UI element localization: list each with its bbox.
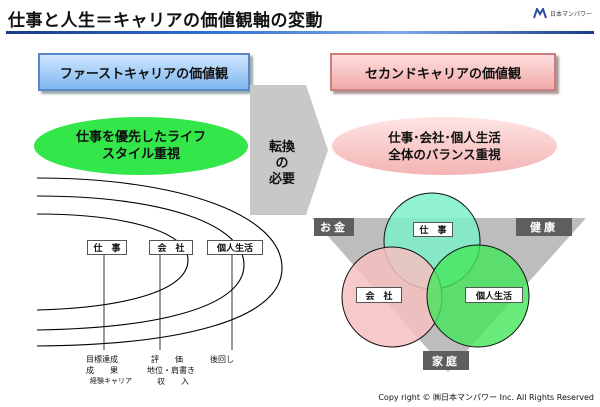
transition-line3: 必要 <box>268 172 295 187</box>
note-later: 後回し <box>210 355 234 364</box>
first-career-oval-line1: 仕事を優先したライフ <box>75 130 206 145</box>
page-title: 仕事と人生＝キャリアの価値観軸の変動 <box>8 11 323 31</box>
note-goal: 目標達成 <box>86 355 118 364</box>
note-status: 地位・肩書き <box>147 366 195 375</box>
venn-label-work: 仕 事 <box>413 222 453 237</box>
arc-inner <box>36 213 189 311</box>
corner-health: 健康 <box>516 218 572 236</box>
left-box-work: 仕 事 <box>87 240 127 255</box>
second-career-oval-line2: 全体のバランス重視 <box>388 147 501 162</box>
arc-outer <box>36 177 283 347</box>
logo-mark-icon <box>533 8 547 19</box>
first-career-oval: 仕事を優先したライフ スタイル重視 <box>34 117 248 175</box>
arc-middle <box>36 195 245 331</box>
transition-line2: の <box>275 156 289 171</box>
company-logo: 日本マンパワー <box>533 8 592 19</box>
venn-label-company: 会 社 <box>356 287 402 303</box>
left-box-company: 会 社 <box>149 240 193 255</box>
second-career-oval-line1: 仕事･会社･個人生活 <box>388 130 501 145</box>
note-evaluation: 評 価 <box>151 355 183 364</box>
left-box-personal: 個人生活 <box>207 240 263 255</box>
note-income: 収 入 <box>157 377 189 386</box>
logo-text: 日本マンパワー <box>549 11 592 18</box>
corner-family: 家庭 <box>423 351 469 370</box>
transition-line1: 転換 <box>268 140 295 155</box>
title-divider <box>6 31 594 34</box>
first-career-oval-line2: スタイル重視 <box>101 147 180 162</box>
note-results: 成 果 <box>86 366 118 375</box>
note-experience: 経験キャリア <box>90 377 132 385</box>
venn-label-personal: 個人生活 <box>465 287 523 303</box>
second-career-banner: セカンドキャリアの価値観 <box>330 53 556 91</box>
second-career-oval: 仕事･会社･個人生活 全体のバランス重視 <box>332 117 557 175</box>
first-career-banner: ファーストキャリアの価値観 <box>38 53 250 91</box>
transition-label: 転換 の 必要 <box>260 140 304 188</box>
copyright-text: Copy right © ㈱日本マンパワー Inc. All Rights Re… <box>378 393 594 402</box>
corner-money: お金 <box>314 218 354 236</box>
